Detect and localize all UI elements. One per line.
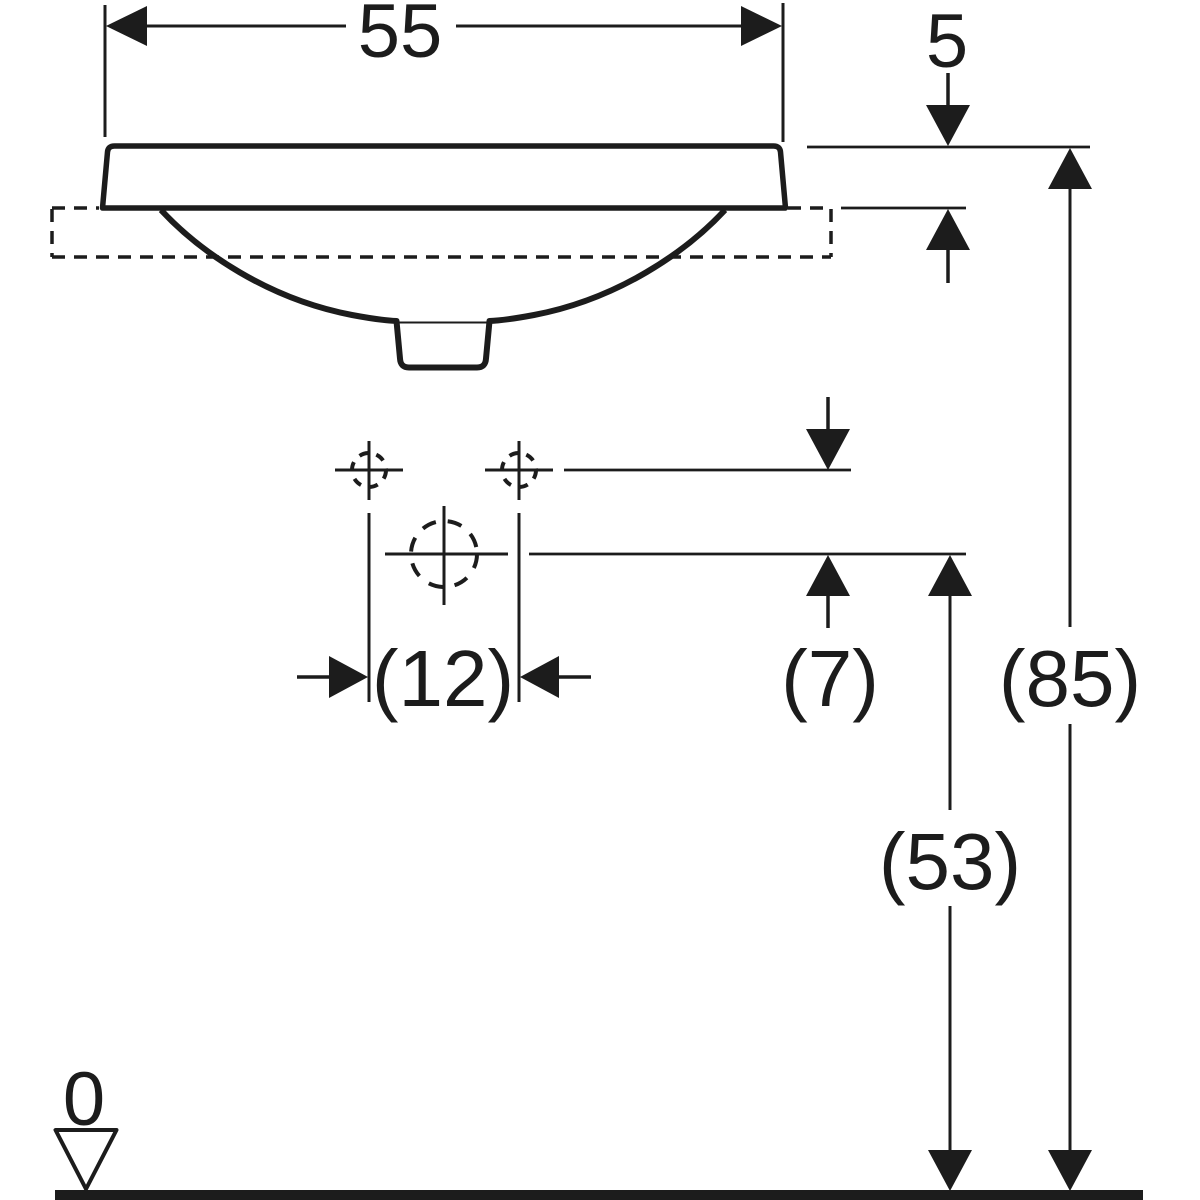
dim-tap-hole-offset-label: (7)	[781, 634, 879, 723]
arrowhead-up-icon	[928, 555, 972, 596]
dim-rim-above-counter-label: 5	[926, 0, 968, 84]
arrowhead-down-icon	[926, 105, 970, 146]
arrowhead-down-icon	[1048, 1150, 1092, 1191]
dim-rim-height-label: (85)	[999, 634, 1141, 723]
datum-triangle	[53, 1128, 119, 1191]
arrowhead-down-icon	[806, 429, 850, 470]
arrowhead-right-icon	[329, 656, 368, 698]
floor-line	[55, 1190, 1143, 1200]
basin-cross-section	[99, 143, 789, 371]
arrowhead-up-icon	[1048, 148, 1092, 189]
arrowhead-down-icon	[928, 1150, 972, 1191]
dim-mixer-hole-height: (53)	[879, 555, 1021, 1191]
dim-basin-width: 55	[103, 0, 785, 142]
arrowhead-up-icon	[926, 209, 970, 250]
arrowhead-left-icon	[106, 6, 147, 46]
arrowhead-right-icon	[741, 6, 782, 46]
dim-tap-hole-spacing-label: (12)	[372, 634, 514, 723]
dim-tap-hole-offset: (7)	[781, 397, 879, 723]
dim-mixer-hole-height-label: (53)	[879, 817, 1021, 906]
arrowhead-left-icon	[520, 656, 559, 698]
countertop-dashed-outline	[50, 206, 833, 259]
basin-rim	[99, 143, 789, 211]
level-lines	[529, 145, 1090, 556]
dim-rim-height: (85)	[999, 148, 1141, 1191]
tap-holes	[335, 441, 553, 702]
arrowhead-up-icon	[806, 555, 850, 596]
dim-tap-hole-spacing: (12)	[297, 634, 591, 723]
dim-rim-above-counter: 5	[926, 0, 970, 283]
datum-zero-label: 0	[63, 1057, 105, 1142]
floor-and-datum: 0	[53, 1057, 1143, 1200]
dim-basin-width-label: 55	[358, 0, 443, 74]
basin-bowl-outline	[158, 207, 728, 371]
